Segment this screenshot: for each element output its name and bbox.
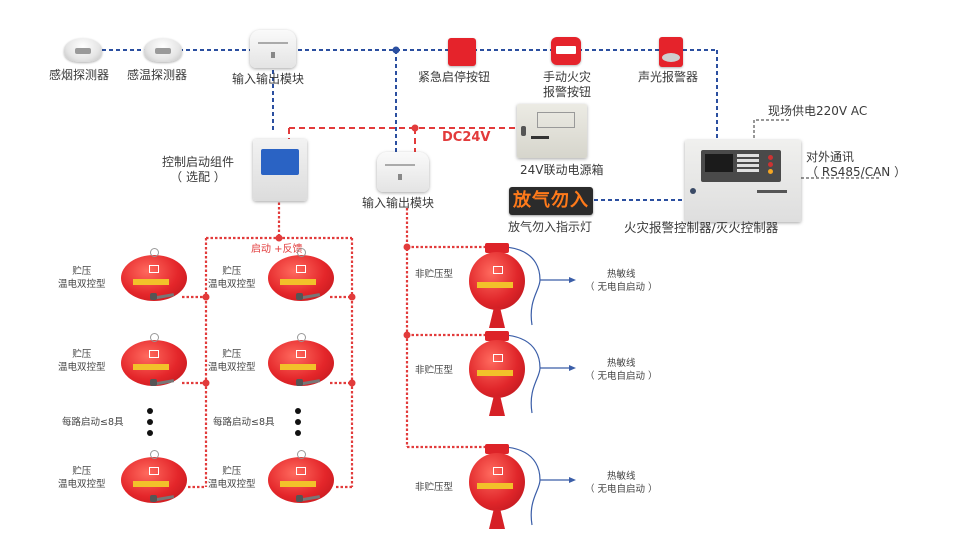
power-junctions xyxy=(202,124,419,387)
control-start-unit-label: 控制启动组件 （ 选配 ） xyxy=(150,155,246,185)
non-stored-type-label: 非贮压型 xyxy=(415,365,454,376)
manual-alarm-label-line1: 手动火灾 xyxy=(542,70,591,84)
ball-nozzle xyxy=(489,396,505,416)
heat-wires xyxy=(504,246,572,526)
io-module-top-label: 输入输出模块 xyxy=(232,72,305,86)
signal-bus-lines xyxy=(95,49,718,201)
heat-wire-label: 热敏线（ 无电自启动 ） xyxy=(585,358,658,382)
non-stored-extinguisher xyxy=(469,252,525,310)
stored-type-label: 贮压温电双控型 xyxy=(208,466,256,490)
io-module-top-icon xyxy=(250,30,296,68)
non-stored-extinguisher xyxy=(469,340,525,398)
io-module-mid-label: 输入输出模块 xyxy=(362,196,435,210)
manual-alarm-icon xyxy=(551,37,581,65)
ball-nozzle xyxy=(489,308,505,328)
valve-icon xyxy=(294,494,324,504)
mains-power-label: 现场供电220V AC xyxy=(768,104,868,118)
max-per-loop-label: 每路启动≤8具 xyxy=(62,417,124,428)
stored-type-label: 贮压温电双控型 xyxy=(58,466,106,490)
start-feedback-label: 启动 +反馈 xyxy=(251,244,303,255)
sounder-strobe-label: 声光报警器 xyxy=(638,70,699,84)
ball-top-cap xyxy=(485,331,509,341)
valve-icon xyxy=(148,378,178,388)
stored-type-label: 贮压温电双控型 xyxy=(58,266,106,290)
valve-icon xyxy=(148,494,178,504)
ball-top-cap xyxy=(485,444,509,454)
ball-nozzle xyxy=(489,509,505,529)
power-lines xyxy=(288,127,515,152)
ellipsis-dot xyxy=(295,430,301,436)
valve-icon xyxy=(294,292,324,302)
bus-junction xyxy=(392,46,400,54)
ellipsis-dot xyxy=(147,430,153,436)
fire-alarm-controller-icon xyxy=(685,140,801,222)
smoke-detector-icon xyxy=(64,38,102,62)
ball-top-cap xyxy=(485,243,509,253)
io-module-mid-icon xyxy=(377,152,429,192)
non-stored-type-label: 非贮压型 xyxy=(415,482,454,493)
control-unit-screen xyxy=(261,149,299,175)
external-comm-label: 对外通讯 （ RS485/CAN ） xyxy=(806,150,906,180)
no-entry-led-sign: 放气勿入 xyxy=(509,187,593,215)
heat-wire-label: 热敏线（ 无电自启动 ） xyxy=(585,471,658,495)
dc24v-label: DC24V xyxy=(442,130,491,145)
emergency-button-icon xyxy=(448,38,476,66)
smoke-detector-label: 感烟探测器 xyxy=(49,68,110,82)
control-unit-label-line1: 控制启动组件 xyxy=(161,155,234,169)
no-entry-led-sign-label: 放气勿入指示灯 xyxy=(508,220,593,234)
valve-icon xyxy=(148,292,178,302)
fire-alarm-controller-label: 火灾报警控制器/灭火控制器 xyxy=(624,220,779,235)
non-stored-extinguisher xyxy=(469,453,525,511)
valve-icon xyxy=(294,378,324,388)
manual-alarm-label: 手动火灾 报警按钮 xyxy=(540,70,594,100)
power-supply-box-label: 24V联动电源箱 xyxy=(520,163,604,177)
sounder-strobe-icon xyxy=(659,37,683,67)
stored-type-label: 贮压温电双控型 xyxy=(58,349,106,373)
heat-wire-label: 热敏线（ 无电自启动 ） xyxy=(585,269,658,293)
manual-alarm-label-line2: 报警按钮 xyxy=(542,85,591,99)
comm-label-line1: 对外通讯 xyxy=(806,150,855,164)
ellipsis-dot xyxy=(147,408,153,414)
max-per-loop-label: 每路启动≤8具 xyxy=(213,417,275,428)
power-supply-box-icon xyxy=(517,104,587,158)
stored-type-label: 贮压温电双控型 xyxy=(208,266,256,290)
control-unit-label-line2: （ 选配 ） xyxy=(170,170,226,184)
emergency-button-label: 紧急启停按钮 xyxy=(418,70,491,84)
heat-detector-label: 感温探测器 xyxy=(127,68,188,82)
stored-type-label: 贮压温电双控型 xyxy=(208,349,256,373)
non-stored-type-label: 非贮压型 xyxy=(415,269,454,280)
control-start-unit-icon xyxy=(253,139,307,201)
heat-detector-icon xyxy=(144,38,182,62)
ellipsis-dot xyxy=(295,419,301,425)
ellipsis-dot xyxy=(147,419,153,425)
ellipsis-dot xyxy=(295,408,301,414)
comm-lines xyxy=(753,119,880,179)
comm-label-line2: （ RS485/CAN ） xyxy=(806,165,907,179)
